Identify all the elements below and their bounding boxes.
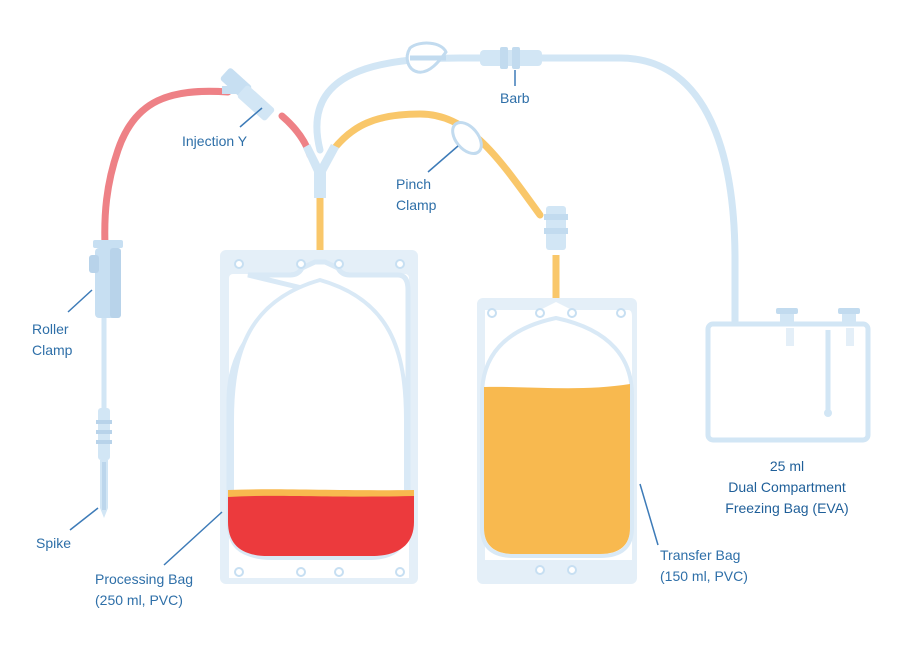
leader-spike bbox=[69, 507, 99, 531]
roller-clamp bbox=[89, 240, 123, 318]
transfer-bag-port bbox=[544, 206, 568, 250]
freezing-bag bbox=[705, 308, 871, 443]
label-freezing-bag-line3: Freezing Bag (EVA) bbox=[725, 500, 849, 516]
pinch-clamp bbox=[451, 121, 483, 155]
label-transfer-bag: Transfer Bag (150 ml, PVC) bbox=[660, 545, 748, 587]
y-junction bbox=[303, 144, 339, 198]
injection-y-port bbox=[220, 68, 275, 121]
freezing-bag-tube bbox=[313, 54, 739, 334]
orange-tube bbox=[329, 110, 544, 219]
label-roller-clamp-line2: Clamp bbox=[32, 342, 73, 358]
label-freezing-bag-line1: 25 ml bbox=[769, 458, 805, 474]
label-injection-y: Injection Y bbox=[182, 133, 248, 149]
label-pinch-clamp: Pinch Clamp bbox=[396, 174, 436, 216]
label-processing-bag-line2: (250 ml, PVC) bbox=[95, 592, 183, 608]
label-processing-bag: Processing Bag (250 ml, PVC) bbox=[95, 569, 193, 611]
label-pinch-clamp-line2: Clamp bbox=[396, 197, 437, 213]
label-freezing-bag-line2: Dual Compartment bbox=[728, 479, 846, 495]
leader-pinch-clamp bbox=[427, 145, 459, 173]
label-roller-clamp-line1: Roller bbox=[32, 321, 69, 337]
transfer-bag-plasma bbox=[484, 384, 630, 554]
leader-transfer-bag bbox=[639, 483, 659, 546]
label-barb: Barb bbox=[500, 90, 530, 106]
leader-injection-y bbox=[239, 107, 263, 128]
processing-bag bbox=[220, 250, 418, 584]
label-pinch-clamp-line1: Pinch bbox=[396, 176, 432, 192]
spike bbox=[96, 408, 112, 518]
label-processing-bag-line1: Processing Bag bbox=[95, 571, 194, 587]
leader-processing-bag bbox=[163, 511, 223, 566]
leader-roller-clamp bbox=[67, 289, 93, 313]
label-spike: Spike bbox=[36, 535, 72, 551]
transfer-bag bbox=[477, 298, 637, 584]
label-transfer-bag-line2: (150 ml, PVC) bbox=[660, 568, 748, 584]
label-freezing-bag: 25 ml Dual Compartment Freezing Bag (EVA… bbox=[707, 456, 867, 519]
barb-connector bbox=[480, 47, 542, 69]
processing-bag-blood bbox=[228, 495, 414, 556]
label-transfer-bag-line1: Transfer Bag bbox=[660, 547, 741, 563]
label-roller-clamp: Roller Clamp bbox=[32, 319, 72, 361]
blue-tube-clamp bbox=[405, 41, 448, 74]
red-tube bbox=[101, 87, 232, 249]
